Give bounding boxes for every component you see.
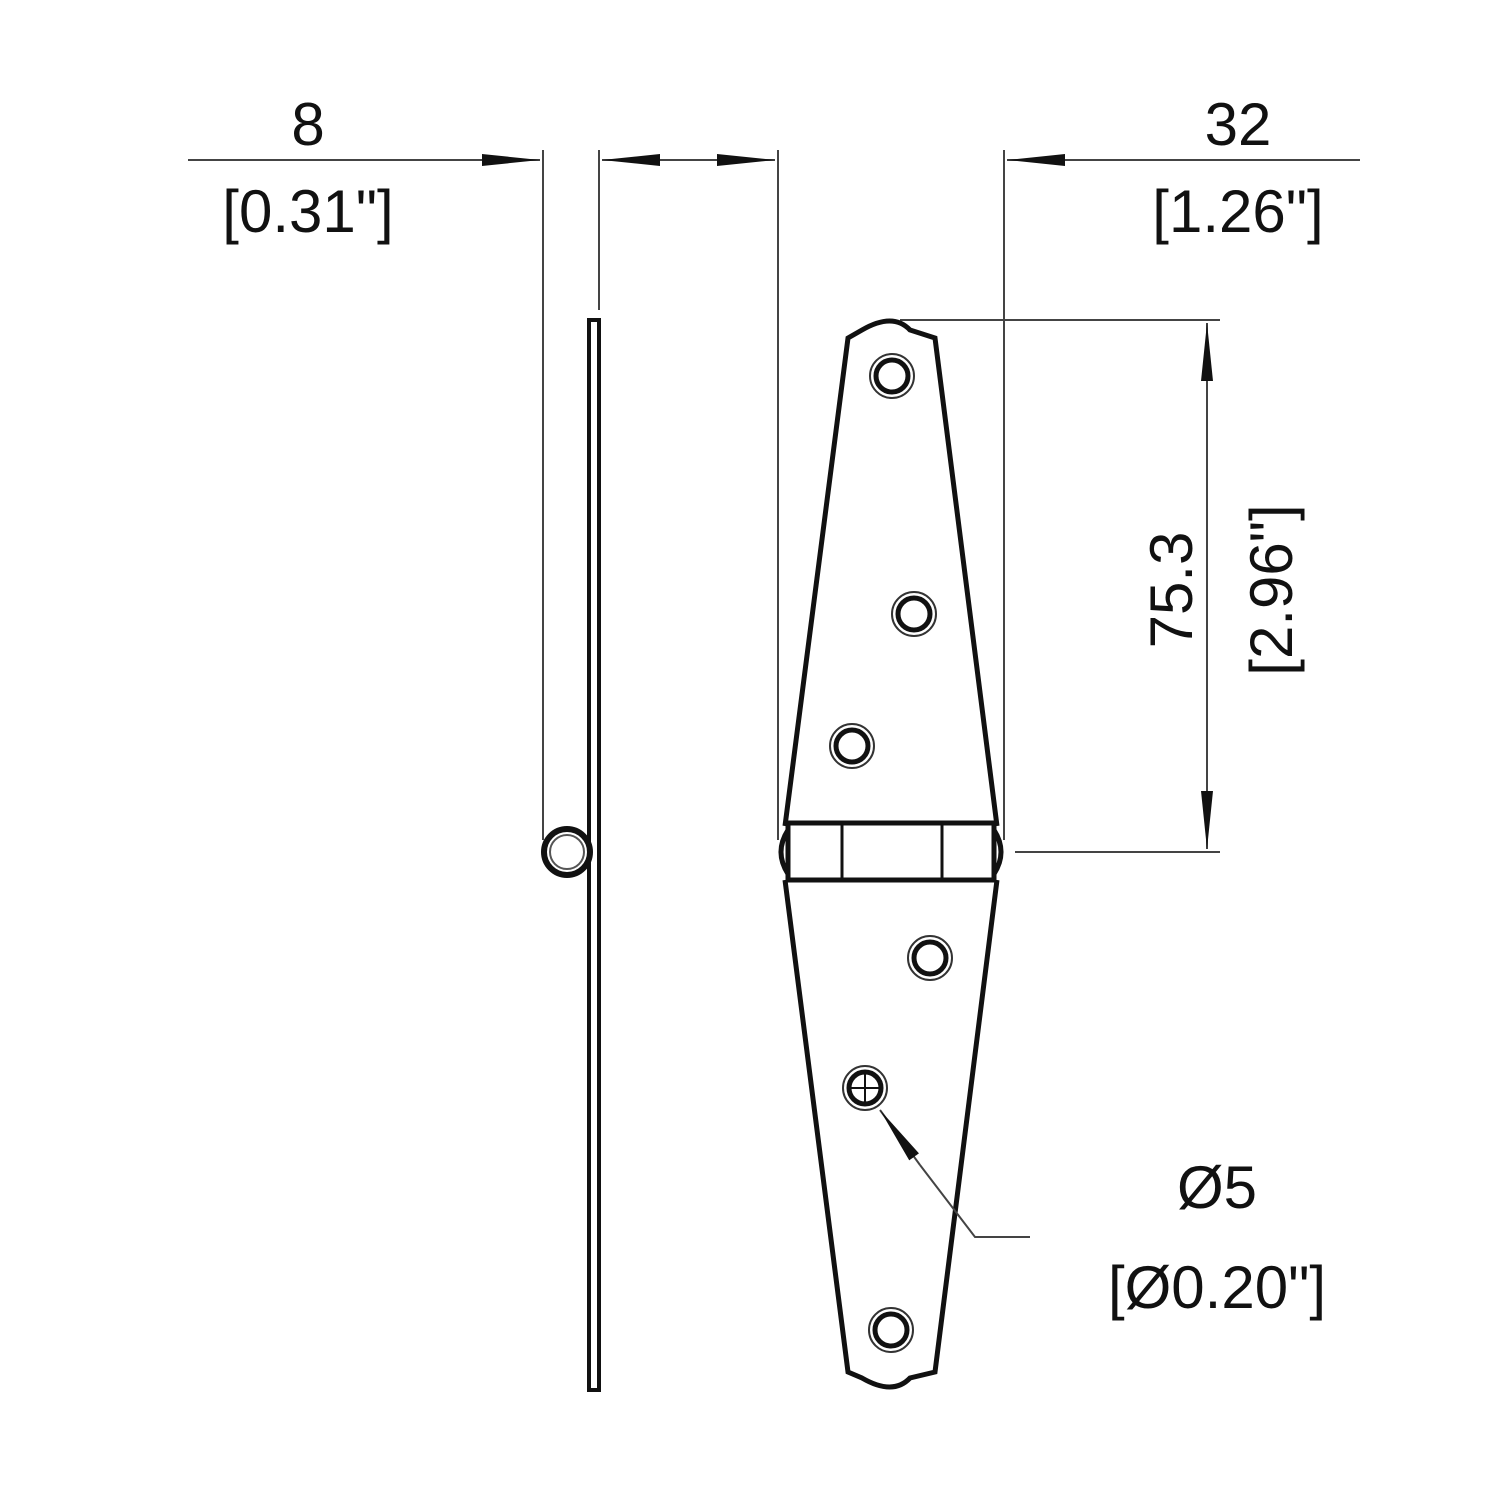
dimension-strap-width: 32 [1.26"] xyxy=(777,91,1360,840)
upper-leaf xyxy=(782,318,1000,827)
dimension-pin-offset: 8 [0.31"] xyxy=(188,91,775,840)
dimension-value-metric: Ø5 xyxy=(1177,1154,1257,1221)
leader-arrow xyxy=(879,1109,921,1166)
dimension-hole-diameter: Ø5 [Ø0.20"] xyxy=(879,1109,1326,1321)
front-view xyxy=(778,318,1004,1390)
leader-line xyxy=(919,1164,1030,1238)
dimension-value-metric: 75.3 xyxy=(1138,532,1205,649)
dimension-leaf-length: 75.3 [2.96"] xyxy=(900,319,1305,853)
lower-leaf xyxy=(782,879,1000,1390)
screw-hole-icon xyxy=(907,935,953,981)
side-view xyxy=(541,318,601,1392)
screw-hole-icon xyxy=(869,353,915,399)
dimension-value-imperial: [1.26"] xyxy=(1152,178,1323,245)
knuckle xyxy=(785,820,997,883)
screw-hole-centermark-icon xyxy=(842,1065,888,1111)
dimension-value-metric: 8 xyxy=(291,91,324,158)
screw-hole-icon xyxy=(829,723,875,769)
dimension-value-imperial: [Ø0.20"] xyxy=(1108,1254,1326,1321)
dimension-value-imperial: [2.96"] xyxy=(1238,504,1305,675)
dimension-value-metric: 32 xyxy=(1205,91,1272,158)
screw-hole-icon xyxy=(868,1307,914,1353)
screw-hole-icon xyxy=(891,591,937,637)
dimension-value-imperial: [0.31"] xyxy=(222,178,393,245)
